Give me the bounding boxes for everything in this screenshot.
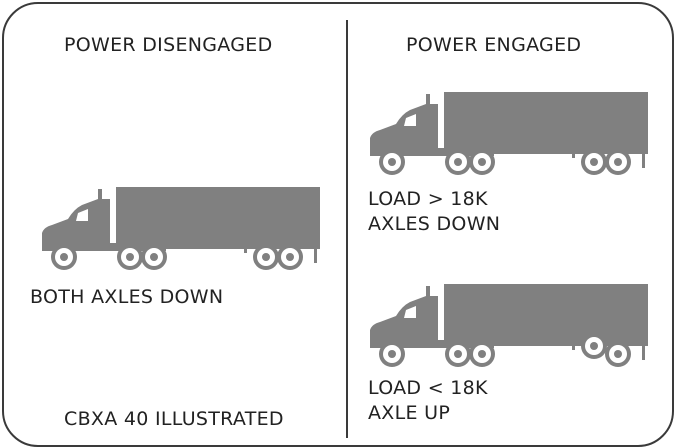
semi-truck-icon-axles-down xyxy=(370,92,648,175)
semi-truck-icon-axle-up xyxy=(370,284,648,367)
right-top-caption-line1: LOAD > 18K xyxy=(368,188,488,210)
right-panel-heading: POWER ENGAGED xyxy=(406,34,582,56)
wheel-group xyxy=(51,244,303,270)
wheel-group xyxy=(379,149,631,175)
left-truck-caption: BOTH AXLES DOWN xyxy=(30,286,224,308)
right-top-caption-line2: AXLES DOWN xyxy=(368,213,501,235)
panel-divider xyxy=(346,20,348,438)
left-panel-footer: CBXA 40 ILLUSTRATED xyxy=(64,408,284,430)
wheel-group xyxy=(379,333,631,367)
left-panel-heading: POWER DISENGAGED xyxy=(64,34,273,56)
right-bottom-caption-line2: AXLE UP xyxy=(368,402,451,424)
semi-truck-icon-both-axles-down xyxy=(42,187,320,270)
right-bottom-caption-line1: LOAD < 18K xyxy=(368,377,488,399)
